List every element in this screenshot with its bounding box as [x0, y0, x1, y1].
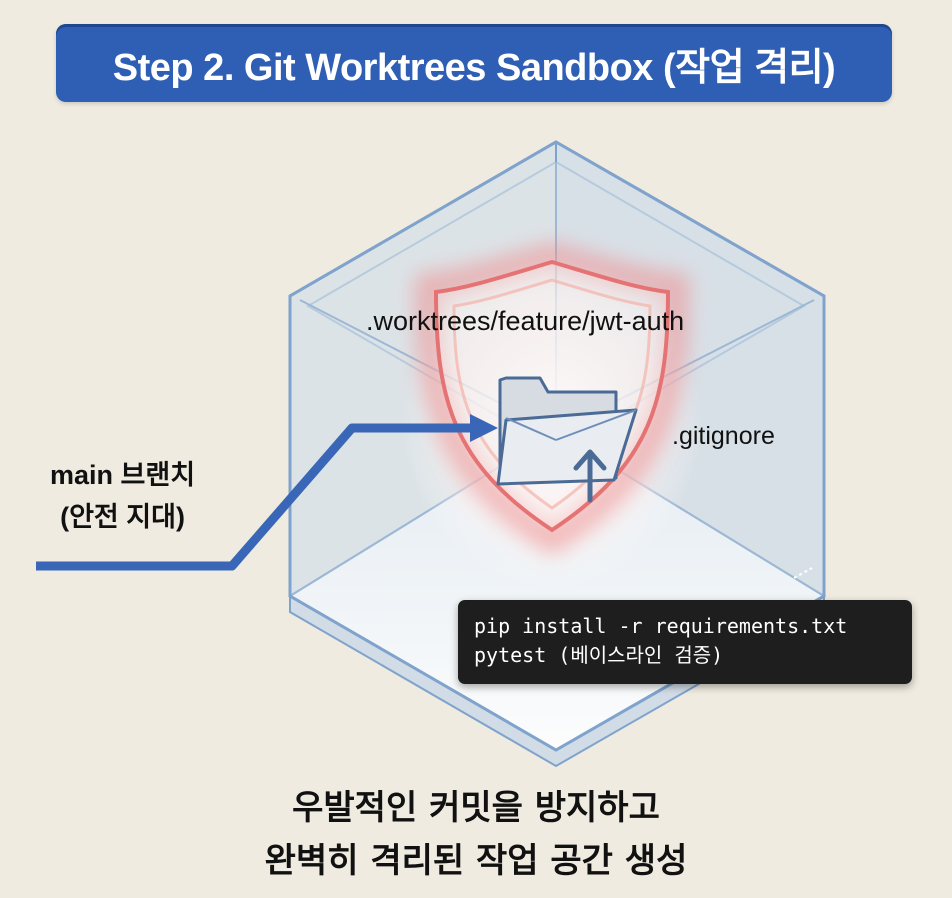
caption: 우발적인 커밋을 방지하고 완벽히 격리된 작업 공간 생성 — [0, 782, 952, 888]
title-banner: Step 2. Git Worktrees Sandbox (작업 격리) — [56, 24, 892, 102]
main-branch-label: main 브랜치 (안전 지대) — [50, 454, 195, 538]
gitignore-label: .gitignore — [672, 422, 775, 450]
terminal-line-2: pytest (베이스라인 검증) — [474, 643, 724, 667]
terminal-line-1: pip install -r requirements.txt — [474, 614, 848, 638]
folder-icon — [496, 376, 638, 486]
arrow-up-icon — [573, 449, 607, 503]
terminal-box: pip install -r requirements.txt pytest (… — [458, 600, 912, 684]
arrow-right-icon — [36, 414, 498, 571]
page-title: Step 2. Git Worktrees Sandbox (작업 격리) — [112, 46, 836, 89]
main-branch-line1: main 브랜치 — [50, 460, 196, 490]
caption-line-1: 우발적인 커밋을 방지하고 — [292, 788, 660, 828]
caption-line-2: 완벽히 격리된 작업 공간 생성 — [264, 841, 688, 881]
main-branch-line2: (안전 지대) — [60, 502, 185, 532]
worktree-path-label: .worktrees/feature/jwt-auth — [366, 306, 685, 336]
